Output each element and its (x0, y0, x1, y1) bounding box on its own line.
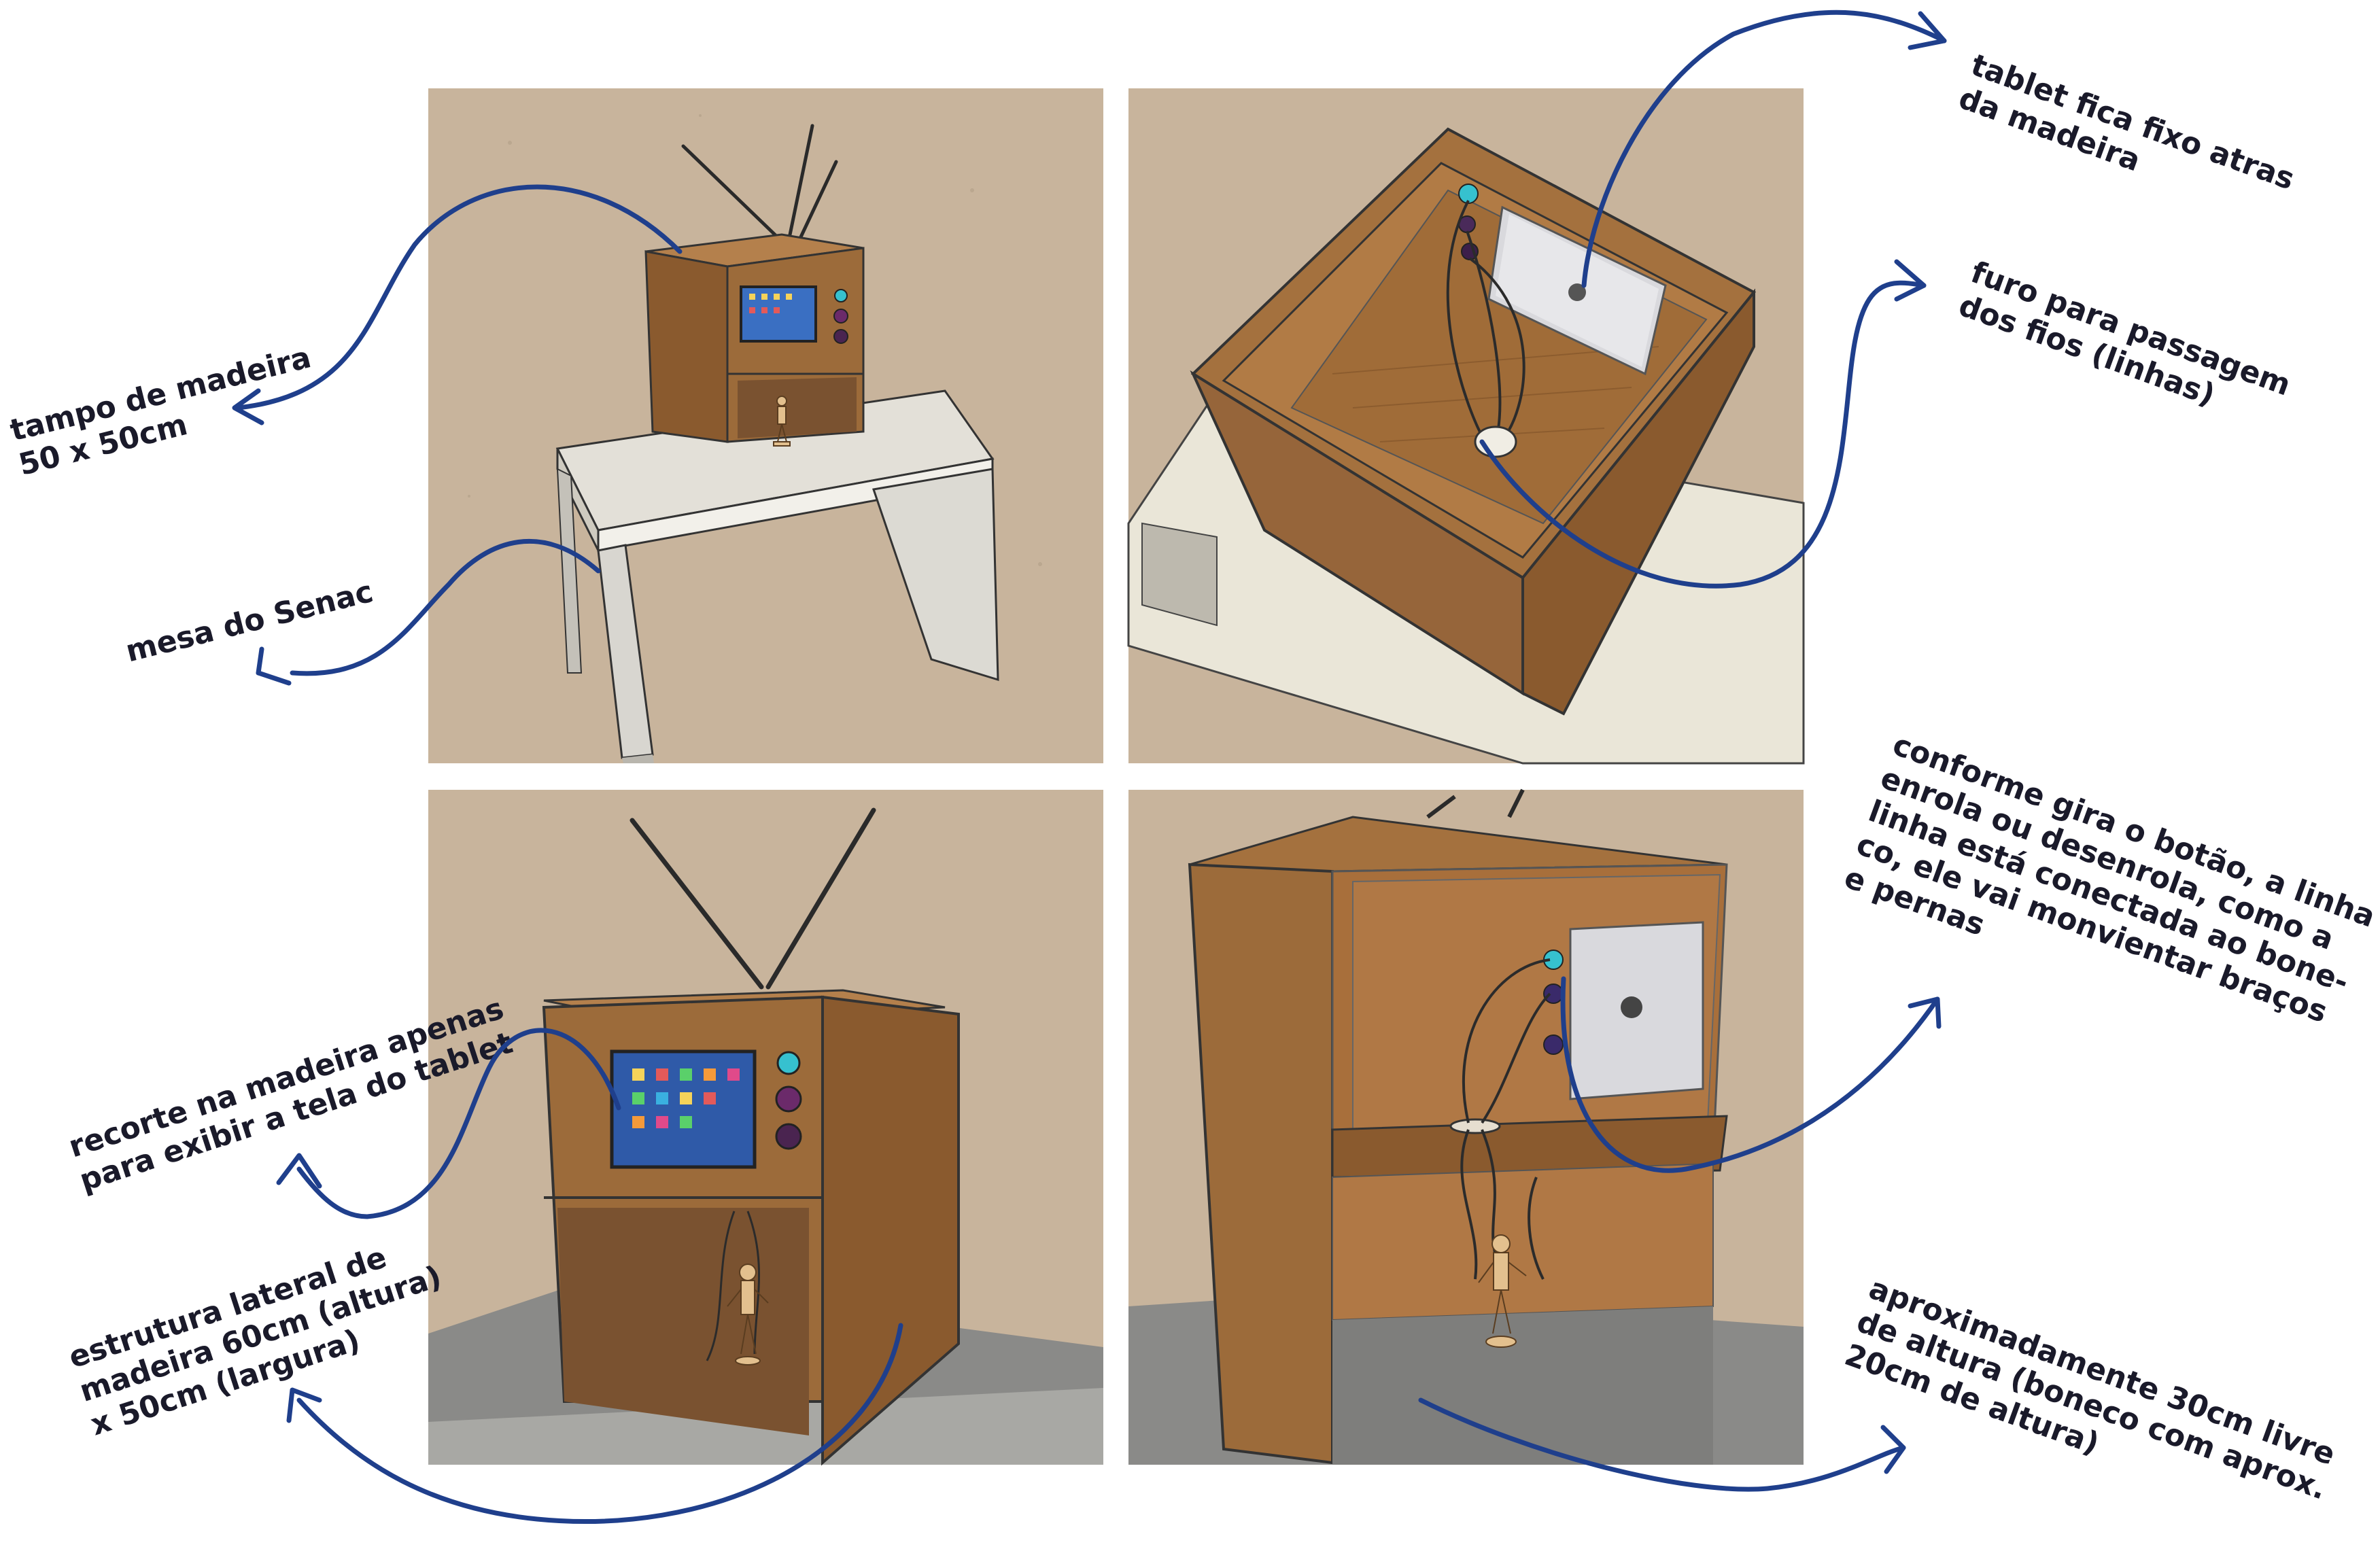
annotation-furo: furo para passagem dos fios (linhas) (1954, 255, 2296, 413)
arrow-estrutura-head (286, 1387, 322, 1423)
puppet (773, 396, 791, 447)
annotation-conforme: conforme gira o botão, a linha enrola ou… (1840, 727, 2380, 1030)
panel-box-side-view (1128, 788, 1804, 1465)
purple-knob-icon (1543, 984, 1564, 1004)
cyan-knob-icon (834, 289, 848, 302)
arrow-conforme-head (1908, 996, 1942, 1029)
puppet (1478, 1234, 1527, 1348)
arrow-mesa-head (256, 646, 292, 686)
purple-knob-icon (775, 1085, 802, 1113)
annotation-aproximadamente: aproximadamente 30cm livre de altura (bo… (1840, 1271, 2340, 1507)
arrow-recorte-head (276, 1153, 322, 1189)
tv-box (644, 233, 865, 447)
strings (1460, 958, 1551, 1280)
panel-box-top-view (1127, 88, 1805, 765)
apple-logo-icon (1621, 996, 1642, 1018)
tablet (1569, 921, 1704, 1100)
arrow-furo-head (1894, 259, 1927, 302)
wire-hole (1474, 425, 1517, 458)
tv-front-drawing (428, 790, 1103, 1466)
annotation-mesa: mesa do Senac (122, 574, 377, 669)
tv-front-box (542, 989, 960, 1466)
annotation-estrutura: estrutura lateral de madeira 60cm (altur… (65, 1240, 446, 1443)
panel-tv-front (428, 790, 1103, 1466)
antenna (681, 124, 838, 243)
cyan-knob-icon (776, 1051, 801, 1075)
box-top-view-drawing (1127, 88, 1805, 765)
sketch-board: tampo de madeira 50 x 50cm mesa do Senac… (7, 10, 2380, 1524)
purple-knob-icon (833, 309, 848, 324)
arrow-tablet-head (1908, 11, 1947, 50)
tv-on-table-drawing (428, 88, 1103, 763)
annotation-tablet-fixo: tablet fica fixo atras da madeira (1954, 48, 2299, 197)
wire-hole (1449, 1118, 1501, 1134)
annotation-tampo: tampo de madeira 50 x 50cm (7, 340, 315, 483)
tablet-screen-icons (632, 1068, 740, 1128)
open-side-box (1188, 816, 1728, 1465)
antenna (630, 807, 876, 990)
arrow-aproximadamente-head (1880, 1425, 1906, 1474)
panel-tv-on-table (428, 88, 1103, 763)
apple-logo-icon (1568, 283, 1586, 301)
cyan-knob-icon (1458, 184, 1479, 204)
box-side-view-drawing (1128, 788, 1804, 1465)
